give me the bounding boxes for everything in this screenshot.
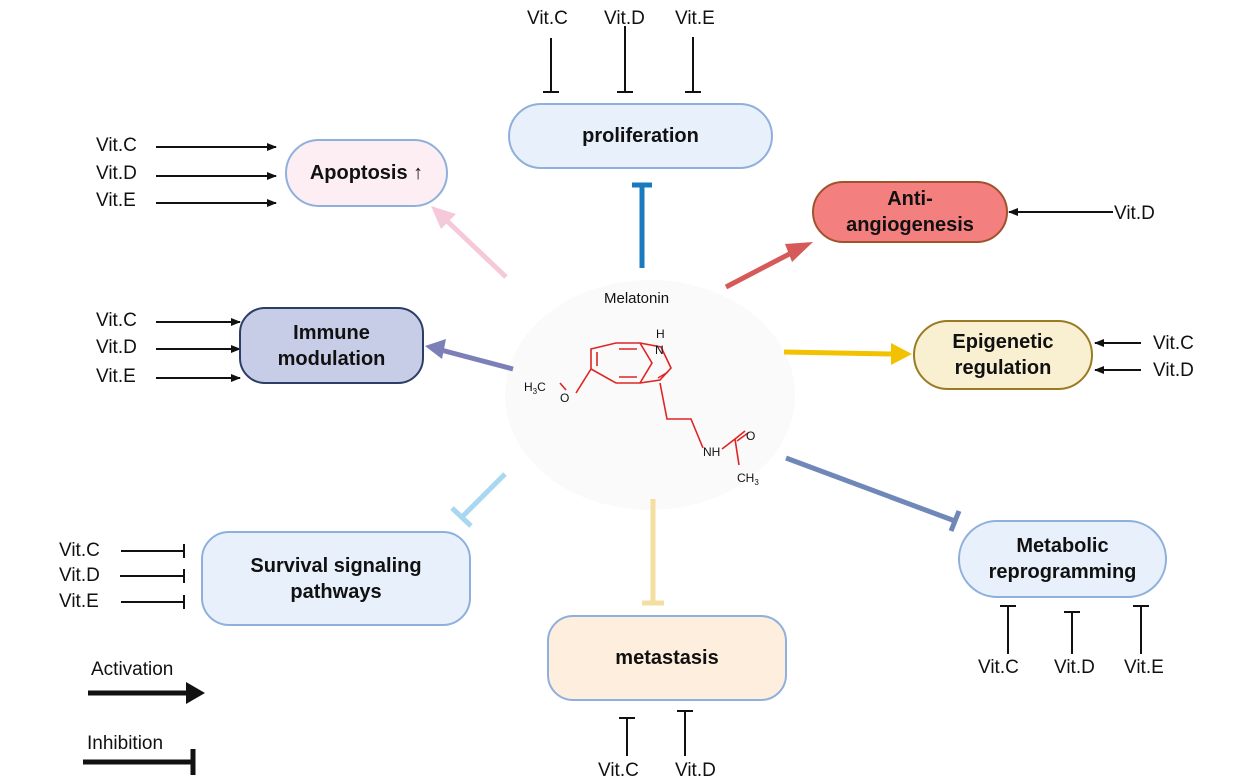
melatonin-to-metastasis-inhibit (642, 499, 664, 606)
vit-label: Vit.D (1054, 657, 1095, 678)
inhibit-connector (121, 544, 185, 558)
vit-connectors-metastasis (619, 710, 693, 756)
vit-label: Vit.C (598, 760, 639, 781)
melatonin-title: Melatonin (604, 290, 670, 307)
melatonin-to-anti-angiogenesis-activate (724, 242, 813, 290)
node-epigenetic-line2: regulation (954, 357, 1052, 379)
vit-label: Vit.E (59, 591, 99, 612)
melatonin-to-survival-inhibit (450, 472, 507, 528)
melatonin-connectors (425, 182, 962, 606)
inhibit-connector (617, 26, 633, 93)
inhibit-connector (619, 717, 635, 756)
vit-connectors-metabolic (1000, 605, 1149, 654)
vit-label: Vit.C (527, 8, 568, 29)
node-metastasis-label: metastasis (615, 647, 719, 669)
melatonin-atom-labels: H N H3C O NH O CH3 (524, 327, 759, 487)
melatonin-molecule (559, 342, 749, 466)
vit-label: Vit.E (96, 366, 136, 387)
vit-connectors-proliferation (543, 26, 701, 93)
vit-label: Vit.D (1153, 360, 1194, 381)
inhibit-connector (121, 595, 185, 609)
node-survival-line1: Survival signaling (250, 554, 422, 577)
vit-label: Vit.D (96, 163, 137, 184)
vit-label: Vit.C (96, 135, 137, 156)
molecule-backdrop (505, 280, 795, 510)
vit-connectors-apoptosis (156, 143, 277, 207)
vit-label: Vit.D (604, 8, 645, 29)
node-survival-signaling: Survival signaling pathways (201, 531, 471, 626)
atom-nh: NH (703, 445, 720, 459)
vit-label: Vit.D (96, 337, 137, 358)
legend-activation-arrow (88, 682, 205, 704)
legend-activation-label: Activation (91, 659, 174, 680)
vit-label: Vit.E (96, 190, 136, 211)
vit-label: Vit.E (675, 8, 715, 29)
inhibit-connector (1133, 605, 1149, 654)
melatonin-to-apoptosis-activate (431, 206, 508, 279)
melatonin-to-epigenetic-activate (783, 343, 912, 365)
vit-connectors-epigenetic (1094, 339, 1141, 374)
vit-label: Vit.C (978, 657, 1019, 678)
node-epigenetic-regulation: Epigenetic regulation (913, 320, 1093, 390)
atom-methyl-left: H3C (524, 380, 546, 396)
node-immune-modulation: Immune modulation (239, 307, 424, 384)
inhibit-connector (120, 569, 185, 583)
node-metabolic-line2: reprogramming (988, 561, 1137, 583)
atom-n: N (655, 343, 664, 357)
node-metabolic-line1: Metabolic (1016, 535, 1109, 557)
node-anti-angiogenesis-line1: Anti- (887, 188, 933, 210)
atom-methyl-right: CH3 (737, 471, 759, 487)
vit-label: Vit.E (1124, 657, 1164, 678)
vit-label: Vit.D (1114, 203, 1155, 224)
node-metabolic-reprogramming: Metabolic reprogramming (958, 520, 1167, 598)
vit-label: Vit.C (59, 540, 100, 561)
node-apoptosis-label: Apoptosis ↑ (309, 162, 424, 184)
inhibit-connector (543, 38, 559, 93)
inhibit-connector (685, 37, 701, 93)
node-anti-angiogenesis-line2: angiogenesis (846, 214, 974, 236)
melatonin-to-metabolic-inhibit (785, 455, 962, 532)
atom-o-methoxy: O (560, 391, 569, 405)
vit-connectors-survival (120, 544, 185, 609)
inhibit-connector (1000, 605, 1016, 654)
atom-o-carbonyl: O (746, 429, 755, 443)
node-survival-line2: pathways (290, 580, 382, 603)
node-immune-line1: Immune (293, 321, 370, 344)
inhibit-connector (1064, 611, 1080, 654)
vit-label: Vit.C (96, 310, 137, 331)
melatonin-to-immune-activate (425, 339, 514, 372)
legend-inhibition-bar (83, 749, 196, 775)
vit-label: Vit.C (1153, 333, 1194, 354)
legend (83, 682, 205, 775)
inhibit-connector (677, 710, 693, 756)
melatonin-to-proliferation-inhibit (632, 182, 652, 268)
node-proliferation-label: proliferation (582, 125, 699, 147)
vit-label: Vit.D (675, 760, 716, 781)
node-metastasis: metastasis (547, 615, 787, 701)
node-epigenetic-line1: Epigenetic (952, 331, 1054, 353)
atom-h: H (656, 327, 665, 341)
node-anti-angiogenesis: Anti- angiogenesis (812, 181, 1008, 243)
node-proliferation: proliferation (508, 103, 773, 169)
legend-inhibition-label: Inhibition (87, 733, 164, 754)
node-immune-line2: modulation (277, 347, 386, 370)
node-apoptosis: Apoptosis ↑ (285, 139, 448, 207)
vit-connectors-immune (156, 318, 241, 382)
vit-label: Vit.D (59, 565, 100, 586)
